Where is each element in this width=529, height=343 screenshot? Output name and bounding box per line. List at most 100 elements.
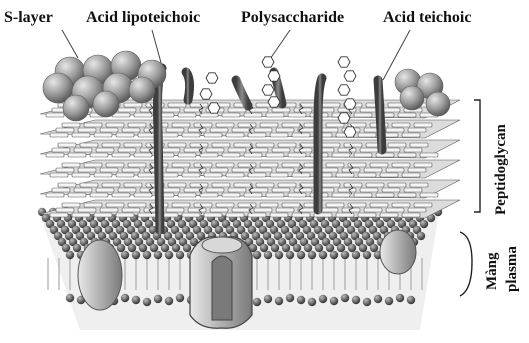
lipid-head [221,219,231,229]
lipid-head [288,237,298,247]
glycan-block [71,212,91,218]
lipid-head [346,225,356,235]
lipid-head [263,294,273,304]
glycan-block [161,107,181,113]
lipid-head [317,231,327,241]
glycan-block [321,142,341,148]
lipid-head [292,243,302,253]
lipid-head [328,231,338,241]
glycan-block [249,107,269,113]
glycan-block [275,167,295,173]
lipid-head [408,219,418,229]
peptidoglycan-layers [39,99,461,219]
lipid-head [78,219,88,229]
membrane-bracket [459,231,473,297]
sugar-ring [343,98,357,110]
lipid-head [314,243,324,253]
glycan-block [95,187,115,193]
glycan-block [347,202,367,208]
lipid-head [174,231,184,241]
lipid-head [167,237,177,247]
lipid-head [274,250,284,260]
lipid-head [335,225,345,235]
lipid-head [53,231,63,241]
lipid-head [131,250,141,260]
glycan-block [67,152,87,158]
membrane-label-line2: plasma [504,246,520,292]
glycan-block [55,207,75,213]
lipid-head [318,250,328,260]
lipid-head [170,225,180,235]
glycan-block [57,142,77,148]
glycan-block [319,167,339,173]
glycan-block [253,207,273,213]
glycan-block [233,182,253,188]
lipid-head [340,293,350,303]
glycan-block [243,152,263,158]
glycan-block [171,122,191,128]
lipid-head [332,237,342,247]
glycan-block [189,102,209,108]
glycan-block [117,147,137,153]
lipid-head [79,237,89,247]
lipid-head [131,295,141,305]
glycan-block [319,207,339,213]
peptide-crosslink [248,203,254,215]
lipid-head [203,225,213,235]
lipid-head [361,231,371,241]
glycan-block [101,182,121,188]
glycan-block [227,147,247,153]
peptide-crosslink [148,183,154,195]
peptide-crosslink [298,103,304,115]
glycan-block [187,127,207,133]
glycan-block [335,212,355,218]
glycan-block [227,107,247,113]
membrane-protein-right [379,229,417,275]
peptide-crosslink [248,183,254,195]
lipid-head [130,231,140,241]
glycan-block [57,182,77,188]
glycan-block [297,167,317,173]
glycan-block [193,202,213,208]
glycan-block [61,202,81,208]
peptide-crosslink [348,203,354,215]
membrane-protein-left [77,239,123,311]
glycan-block [89,192,109,198]
glycan-block [199,152,219,158]
glycan-block [369,162,389,168]
lipid-head [406,295,416,305]
glycan-block [243,192,263,198]
lipid-head [104,225,114,235]
lipid-head [111,219,121,229]
glycan-block [187,167,207,173]
lipid-head [192,225,202,235]
glycan-block [275,207,295,213]
glycan-block [189,142,209,148]
lipid-head [372,231,382,241]
glycan-block [221,152,241,158]
lipid-head [329,250,339,260]
lipid-head [384,296,394,306]
glycan-block [253,167,273,173]
glycan-block [55,127,75,133]
lipid-head [298,219,308,229]
glycan-block [353,152,373,158]
glycan-block [127,122,147,128]
glycan-block [347,162,367,168]
lipid-head [259,243,269,253]
lipid-head [343,237,353,247]
lipid-head [357,225,367,235]
lipid-head [347,243,357,253]
lipid-head [171,243,181,253]
lipid-head [164,296,174,306]
glycan-block [255,182,275,188]
glycan-block [249,147,269,153]
glycan-block [99,127,119,133]
lipid-head [71,225,81,235]
peptidoglycan-label: Peptidoglycan [493,124,509,215]
sugar-ring [207,102,221,114]
glycan-block [161,147,181,153]
glycan-block [181,132,201,138]
glycan-block [397,112,417,118]
glycan-block [407,127,427,133]
